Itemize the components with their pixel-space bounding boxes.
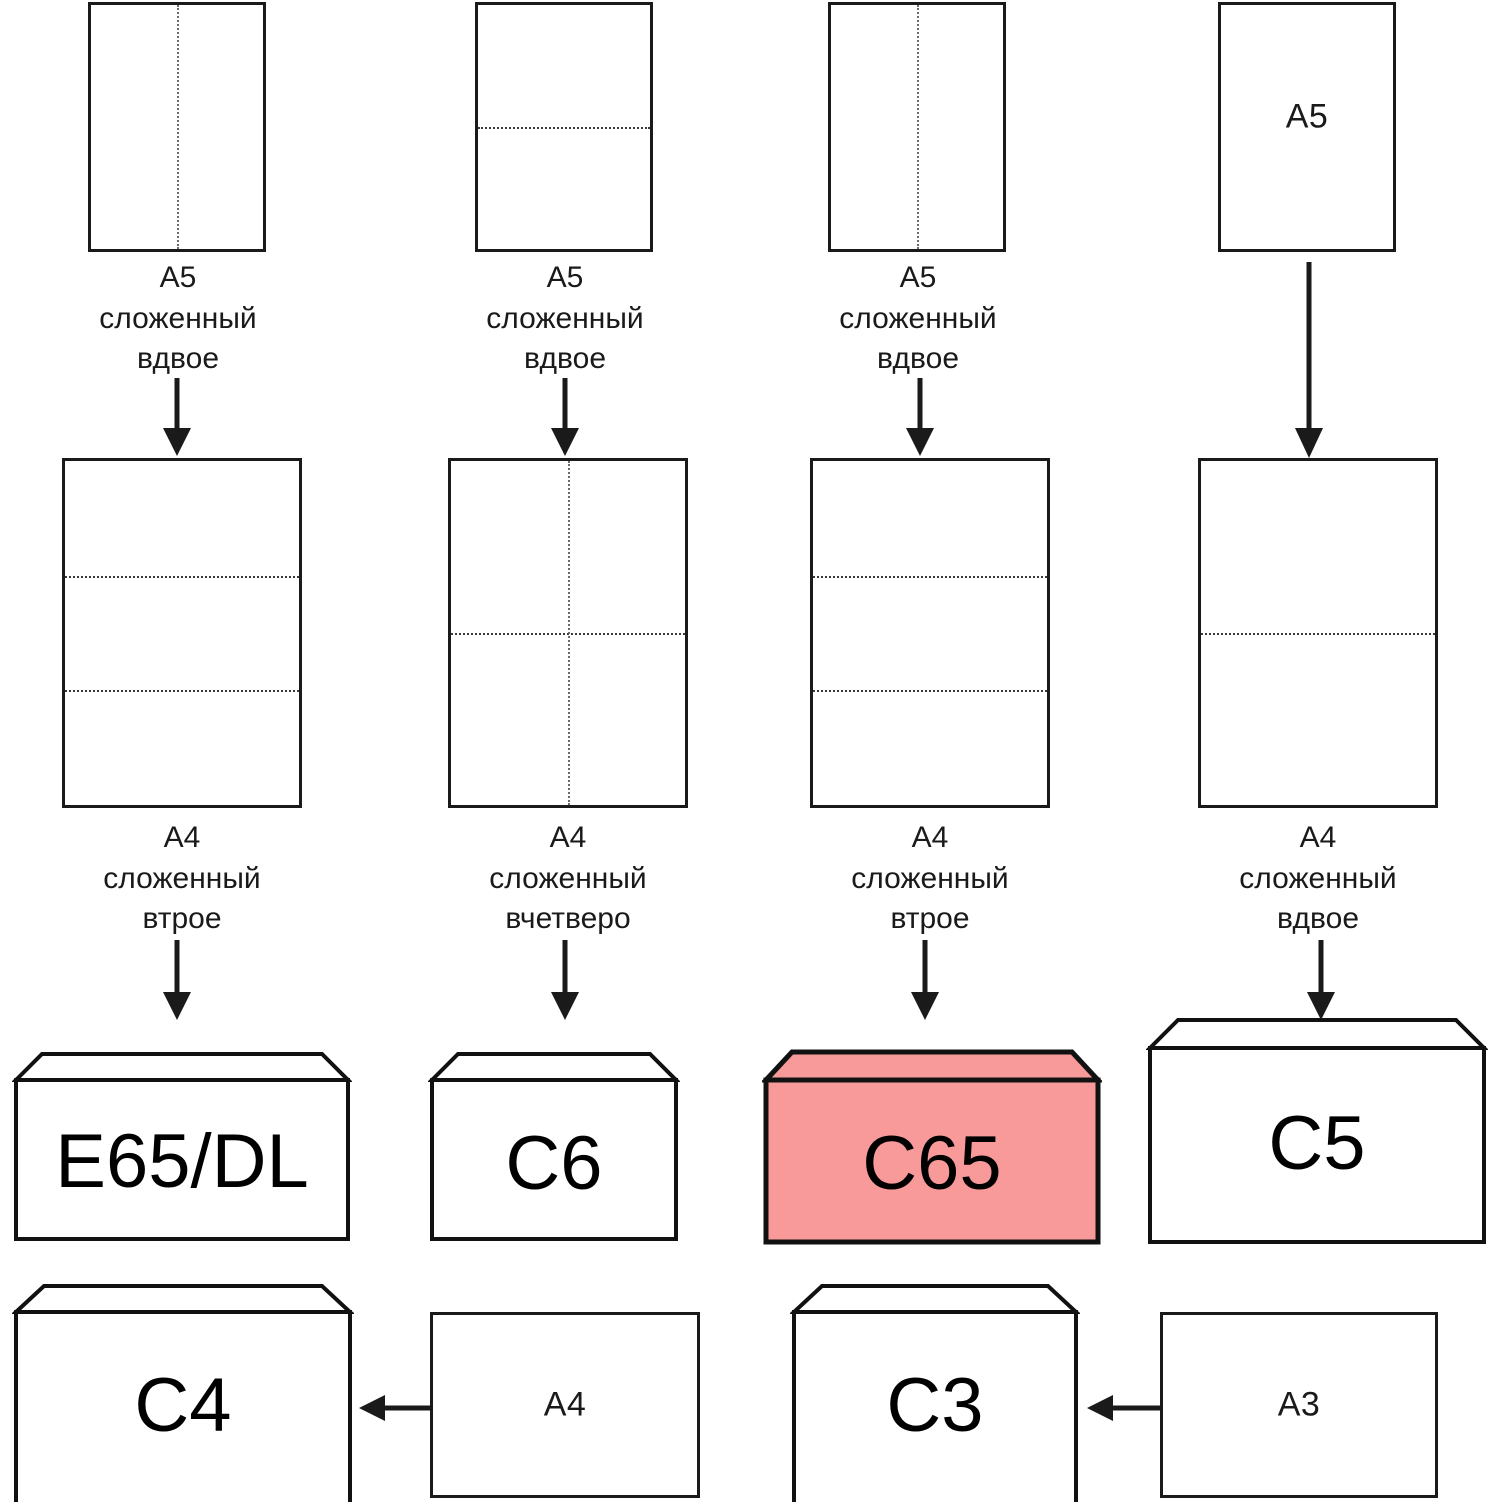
envelope-label: E65/DL xyxy=(55,1119,309,1204)
sheet-a4-col4 xyxy=(1198,458,1438,808)
sheet-label: A5 xyxy=(1285,97,1329,136)
envelope-label: C3 xyxy=(886,1363,984,1448)
envelope-c6[interactable]: C6 xyxy=(428,1038,680,1243)
sheet-a4-col1 xyxy=(62,458,302,808)
envelope-label: C6 xyxy=(505,1121,603,1206)
caption-col1-mid: A4 сложенный втрое xyxy=(103,821,261,935)
envelope-c4[interactable]: C4 xyxy=(12,1274,354,1502)
envelope-label: C4 xyxy=(134,1363,232,1448)
fold-line-vertical xyxy=(177,5,179,249)
arrow-down-col2-mid xyxy=(540,940,590,1020)
envelope-label: C5 xyxy=(1268,1101,1366,1186)
arrow-left-a4-to-c4 xyxy=(357,1385,433,1431)
arrow-down-col1-mid xyxy=(152,940,202,1020)
sheet-a5-col3 xyxy=(828,2,1006,252)
sheet-a3-bottom: A3 xyxy=(1160,1312,1438,1498)
envelope-e65-dl[interactable]: E65/DL xyxy=(12,1038,352,1243)
fold-line-horizontal-lower xyxy=(65,690,299,693)
arrow-left-a3-to-c3 xyxy=(1085,1385,1161,1431)
sheet-label: A3 xyxy=(1277,1385,1321,1424)
envelope-c3[interactable]: C3 xyxy=(790,1274,1080,1502)
fold-line-vertical xyxy=(917,5,919,249)
sheet-a5-col1 xyxy=(88,2,266,252)
arrow-down-col2-top xyxy=(540,378,590,456)
arrow-down-col3-mid xyxy=(900,940,950,1020)
sheet-a4-col3 xyxy=(810,458,1050,808)
fold-line-vertical xyxy=(568,461,570,805)
arrow-down-col4-mid xyxy=(1296,940,1346,1020)
sheet-label: A4 xyxy=(543,1385,587,1424)
fold-line-horizontal-lower xyxy=(813,690,1047,693)
fold-line-horizontal-upper xyxy=(813,575,1047,578)
fold-line-horizontal xyxy=(1201,633,1435,635)
caption-col2-top: A5 сложенный вдвое xyxy=(486,261,644,375)
caption-col3-top: A5 сложенный вдвое xyxy=(839,261,997,375)
arrow-down-col3-top xyxy=(895,378,945,456)
sheet-a4-col2 xyxy=(448,458,688,808)
arrow-down-col1-top xyxy=(152,378,202,456)
arrow-down-col4-top xyxy=(1284,262,1334,458)
sheet-a5-col4: A5 xyxy=(1218,2,1396,252)
envelope-c65[interactable]: C65 xyxy=(762,1038,1102,1246)
sheet-a5-col2 xyxy=(475,2,653,252)
fold-line-horizontal-upper xyxy=(65,575,299,578)
envelope-label: C65 xyxy=(862,1121,1002,1206)
envelope-c5[interactable]: C5 xyxy=(1146,1008,1488,1246)
caption-col2-mid: A4 сложенный вчетверо xyxy=(489,821,647,935)
fold-line-horizontal xyxy=(478,127,650,129)
caption-col1-top: A5 сложенный вдвое xyxy=(99,261,257,375)
caption-col3-mid: A4 сложенный втрое xyxy=(851,821,1009,935)
sheet-a4-bottom: A4 xyxy=(430,1312,700,1498)
caption-col4-mid: A4 сложенный вдвое xyxy=(1239,821,1397,935)
